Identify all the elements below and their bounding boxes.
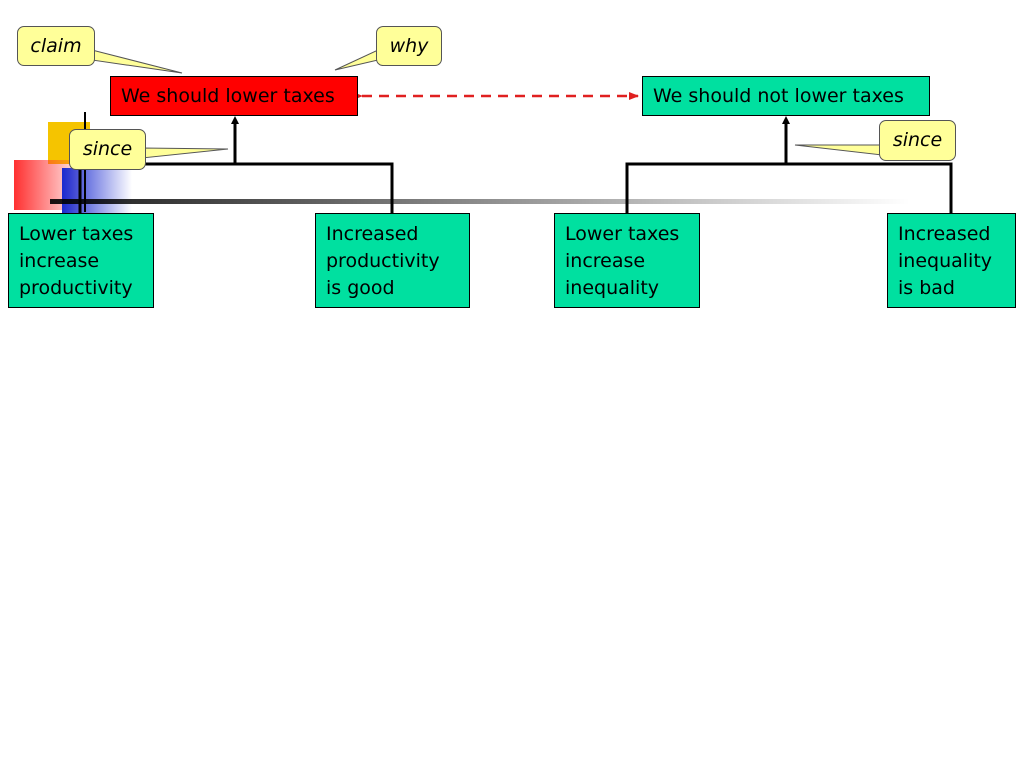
deco-horizontal-bar: [50, 199, 910, 204]
since-right-callout: since: [879, 120, 956, 161]
main-claim-box: We should lower taxes: [110, 76, 358, 116]
deco-blue-square: [62, 168, 132, 218]
premise-increased-productivity-is-good: Increased productivity is good: [315, 213, 470, 308]
since-left-callout: since: [69, 129, 146, 170]
premise-lower-taxes-increase-productivity: Lower taxes increase productivity: [8, 213, 154, 308]
premise-lower-taxes-increase-inequality: Lower taxes increase inequality: [554, 213, 700, 308]
claim-callout: claim: [17, 26, 95, 66]
counter-claim-box: We should not lower taxes: [642, 76, 930, 116]
why-callout: why: [376, 26, 442, 66]
premise-increased-inequality-is-bad: Increased inequality is bad: [887, 213, 1016, 308]
